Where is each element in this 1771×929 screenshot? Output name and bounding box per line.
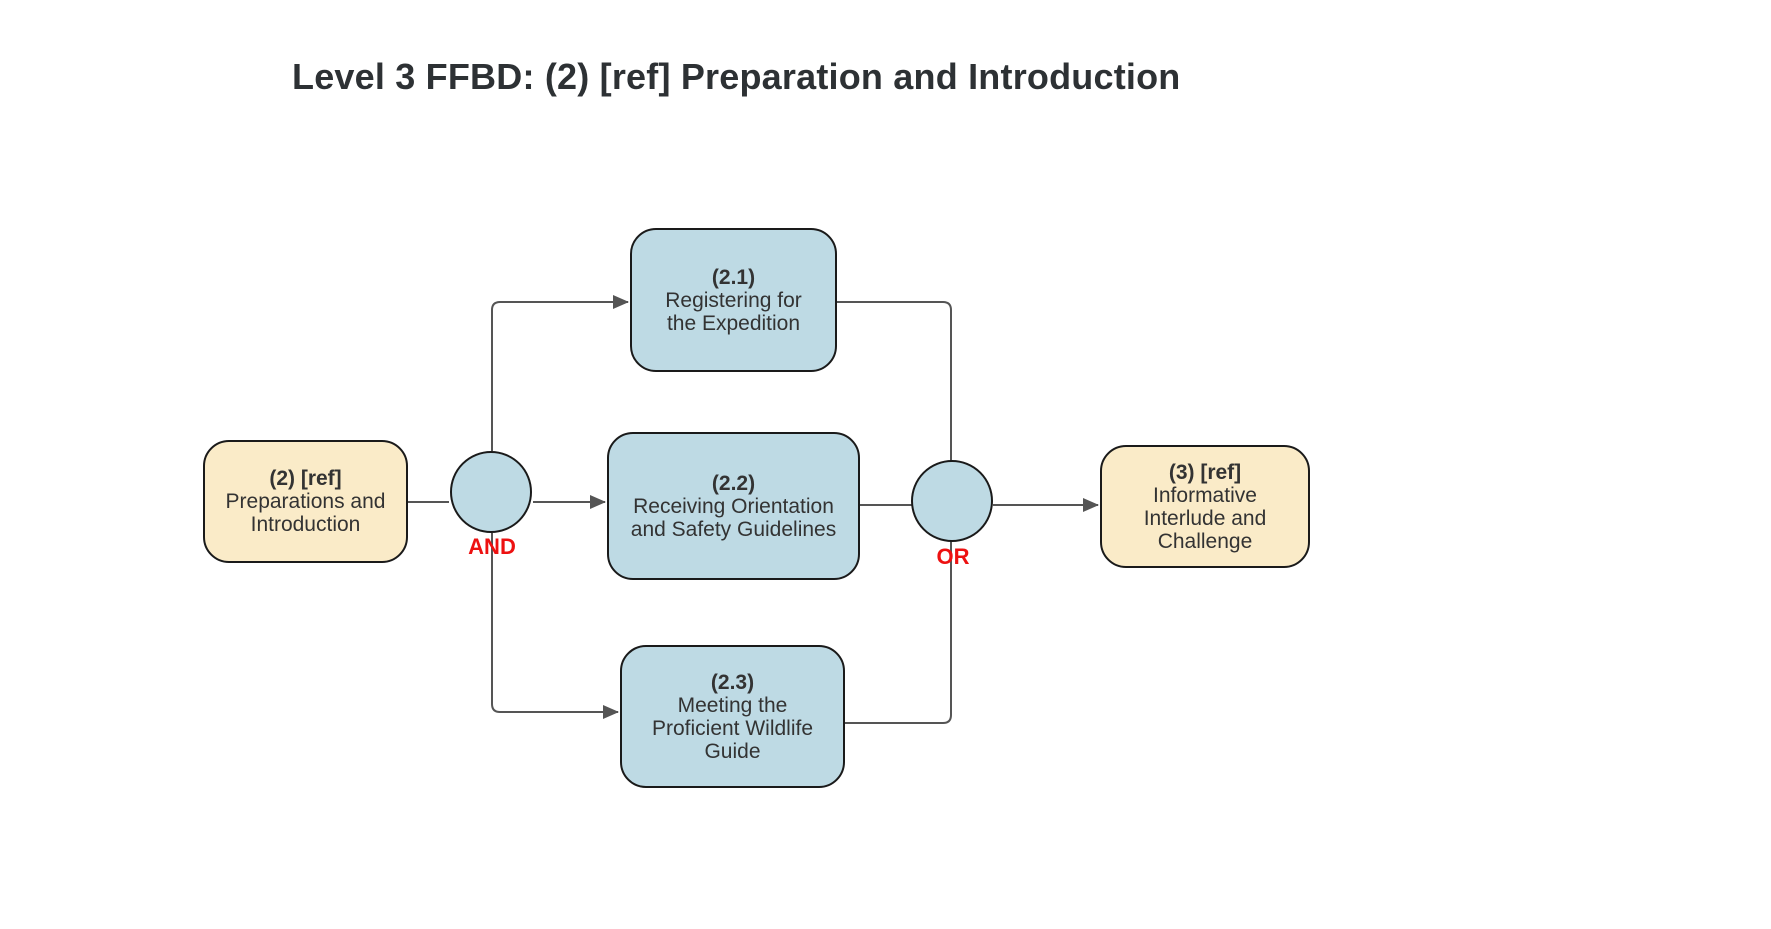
- reference-block-3: (3) [ref] Informative Interlude and Chal…: [1100, 445, 1310, 568]
- block-id: (2.2): [711, 471, 756, 495]
- function-block-2-3: (2.3) Meeting the Proficient Wildlife Gu…: [620, 645, 845, 788]
- and-gate-label: AND: [468, 534, 516, 559]
- or-gate-node: [911, 460, 993, 542]
- connector-and-to-2-1: [491, 295, 629, 451]
- reference-block-2: (2) [ref] Preparations and Introduction: [203, 440, 408, 563]
- function-block-2-1: (2.1) Registering for the Expedition: [630, 228, 837, 372]
- diagram-title: Level 3 FFBD: (2) [ref] Preparation and …: [292, 56, 1181, 97]
- block-name: Meeting the Proficient Wildlife Guide: [651, 693, 814, 763]
- function-block-2-2: (2.2) Receiving Orientation and Safety G…: [607, 432, 860, 580]
- connector-and-to-2-3: [491, 533, 619, 719]
- and-gate-node: [450, 451, 532, 533]
- block-name: Preparations and Introduction: [225, 490, 386, 536]
- block-name: Informative Interlude and Challenge: [1143, 483, 1267, 553]
- connector-2-1-to-or: [837, 301, 952, 461]
- connector-2-3-to-or: [845, 541, 952, 724]
- block-name: Registering for the Expedition: [665, 288, 802, 335]
- block-id: (3) [ref]: [1168, 460, 1242, 484]
- block-id: (2) [ref]: [269, 467, 342, 490]
- or-gate-label: OR: [936, 544, 970, 569]
- block-id: (2.3): [710, 670, 755, 694]
- block-name: Receiving Orientation and Safety Guideli…: [630, 494, 837, 541]
- block-id: (2.1): [711, 265, 756, 289]
